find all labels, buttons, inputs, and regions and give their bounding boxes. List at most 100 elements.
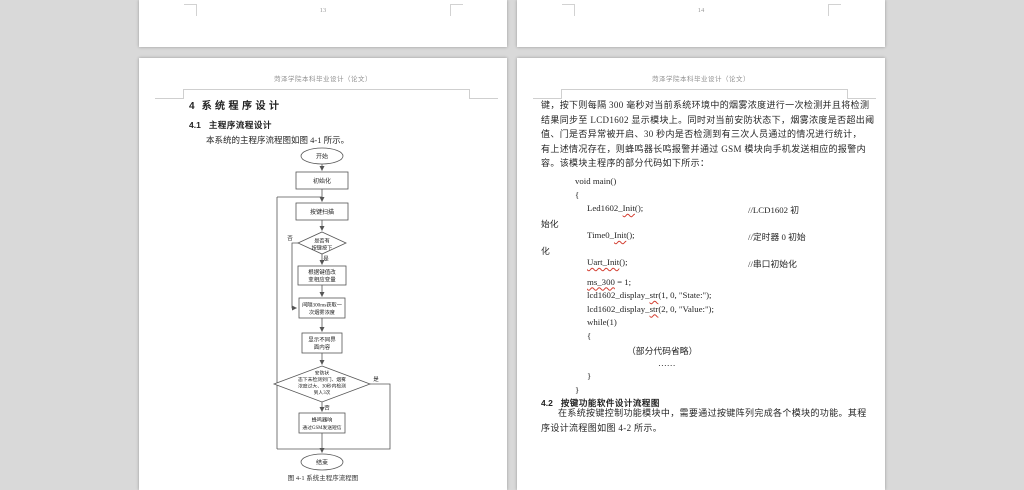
code-text: (); — [634, 203, 644, 213]
spellcheck-flagged-token: str — [649, 303, 659, 314]
code-line: { — [541, 331, 881, 345]
code-comment: //定时器 0 初始 — [748, 232, 806, 242]
page-header: 菏泽学院本科毕业设计（论文） — [274, 76, 372, 83]
flowchart-node-init: 初始化 — [295, 171, 349, 190]
node-label: 按键扫描 — [310, 208, 334, 216]
code-comment: //串口初始化 — [748, 259, 797, 269]
flowchart-decision-key-pressed: 是否有 按键按下 否 是 — [287, 231, 347, 263]
flowchart-figure-4-1: 开始 初始化 按键扫描 是否有 按键按下 否 是 根据键值改 变相应变量 间隔3… — [272, 147, 391, 471]
text-boundary-mark — [155, 89, 184, 99]
code-text: (); — [619, 257, 628, 267]
node-label-line2: 次烟雾浓度 — [309, 308, 335, 316]
node-label-line1: 根据键值改 — [308, 268, 336, 276]
code-text: (); — [626, 230, 635, 240]
decision-label-line2: 态下未检测到门、烟雾 — [298, 376, 346, 383]
page-number: 13 — [319, 7, 327, 14]
section-number: 4.2 — [541, 398, 553, 408]
branch-label-yes: 是 — [373, 376, 379, 383]
code-text: { — [587, 330, 592, 341]
code-text: Time0_ — [587, 230, 615, 240]
node-label-line2: 面内容 — [314, 343, 331, 351]
page-number: 14 — [697, 7, 705, 14]
code-line: 化 — [541, 244, 881, 258]
figure-caption: 图 4-1 系统主程序流程图 — [287, 475, 359, 482]
code-text: Led1602_ — [587, 203, 623, 213]
body-paragraph: 键，按下则每隔 300 毫秒对当前系统环境中的烟雾浓度进行一次检测并且将检测结果… — [541, 98, 875, 171]
node-label-line2: 通过GSM发送短信 — [302, 424, 341, 431]
code-line: lcd1602_display_str(1, 0, "State:"); — [541, 290, 881, 304]
node-label: 开始 — [316, 152, 328, 160]
paragraph-line: 在系统按键控制功能模块中，需要通过按键阵列完成各个模块的功能。其程 — [558, 408, 867, 418]
code-text: (1, 0, "State:"); — [658, 290, 712, 300]
intro-text: 本系统的主程序流程图如图 4-1 所示。 — [206, 135, 350, 145]
code-line: while(1) — [541, 317, 881, 331]
code-text: } — [575, 384, 580, 395]
code-line: lcd1602_display_str(2, 0, "Value:"); — [541, 304, 881, 318]
code-line: { — [541, 190, 881, 204]
decision-label-line1: 是否有 — [314, 237, 330, 245]
page-header: 菏泽学院本科毕业设计（论文） — [652, 76, 750, 83]
code-text: (2, 0, "Value:"); — [658, 303, 714, 314]
flowchart-node-start: 开始 — [300, 147, 344, 165]
spellcheck-flagged-token: ms_300 — [587, 276, 615, 287]
header-rule — [561, 89, 847, 90]
paragraph-line: 结果同步至 LCD1602 显示模块上。同时对当前安防状态下，烟雾浓度是否超出阈 — [541, 114, 875, 125]
branch-label-yes: 是 — [323, 256, 329, 263]
paragraph-line: 键，按下则每隔 300 毫秒对当前系统环境中的烟雾浓度进行一次检测并且将检测 — [541, 100, 870, 110]
page-13-bottom[interactable]: 13 — [139, 0, 507, 47]
text-boundary-mark — [847, 89, 876, 99]
code-text: lcd1602_display_ — [587, 303, 650, 314]
node-label-line1: 间隔300ms获取一 — [302, 301, 342, 309]
code-line: } — [541, 371, 881, 385]
decision-label-line3: 浓度过大、30秒内检测 — [298, 383, 346, 390]
node-label-line1: 显示不同界 — [308, 337, 336, 344]
node-label: 初始化 — [313, 177, 331, 185]
text-boundary-mark — [828, 4, 841, 16]
paragraph-line: 值、门是否异常被开启、30 秒内是否检测到有三次人员通过的情况进行统计， — [541, 129, 862, 140]
node-label-line2: 变相应变量 — [308, 276, 336, 284]
flowchart-node-smoke-sample: 间隔300ms获取一 次烟雾浓度 — [298, 297, 346, 319]
code-text: 始化 — [541, 218, 559, 229]
code-text: { — [575, 189, 580, 200]
section-number: 4 — [189, 101, 195, 112]
flowchart-connectors — [276, 164, 391, 453]
text-boundary-mark — [533, 89, 562, 99]
page-14-bottom[interactable]: 14 — [517, 0, 885, 47]
section-title: 系统程序设计 — [201, 101, 283, 112]
section-heading-4: 4 系统程序设计 — [189, 97, 283, 112]
body-paragraph: 在系统按键控制功能模块中，需要通过按键阵列完成各个模块的功能。其程序设计流程图如… — [541, 406, 869, 435]
branch-label-no: 否 — [287, 235, 293, 242]
section-heading-4-2: 4.2 按键功能软件设计流程图 — [541, 397, 660, 409]
code-text: while(1) — [587, 317, 617, 327]
branch-label-no: 否 — [324, 405, 330, 412]
flowchart-node-key-scan: 按键扫描 — [295, 202, 349, 221]
text-boundary-mark — [562, 4, 575, 16]
header-rule — [183, 89, 469, 90]
code-line: ms_300 = 1; — [541, 277, 881, 291]
code-text: lcd1602_display_ — [587, 290, 650, 300]
code-text: } — [587, 371, 592, 381]
code-text: void main() — [575, 176, 617, 186]
flowchart-node-display: 显示不同界 面内容 — [301, 332, 343, 354]
code-line: Uart_Init();//串口初始化 — [541, 257, 881, 271]
code-line: 始化 — [541, 217, 881, 231]
decision-label-line1: 安防状 — [315, 370, 330, 377]
text-boundary-mark — [469, 89, 498, 99]
node-label-line1: 蜂鸣器响 — [312, 416, 333, 424]
page-right[interactable]: 菏泽学院本科毕业设计（论文） 键，按下则每隔 300 毫秒对当前系统环境中的烟雾… — [517, 58, 885, 490]
code-comment: //LCD1602 初 — [748, 205, 800, 215]
code-block: void main(){Led1602_Init();//LCD1602 初始化… — [541, 176, 881, 398]
flowchart-decision-security-check: 安防状 态下未检测到门、烟雾 浓度过大、30秒内检测 到人3次 是 否 — [272, 365, 379, 412]
flowchart-node-keyvalue-change: 根据键值改 变相应变量 — [297, 265, 347, 286]
section-title: 按键功能软件设计流程图 — [560, 398, 660, 408]
spellcheck-flagged-token: Init — [622, 203, 635, 213]
code-line: …… — [541, 358, 881, 372]
decision-label-line4: 到人3次 — [314, 389, 331, 396]
code-text: 化 — [541, 245, 550, 256]
node-label: 结束 — [316, 458, 328, 466]
flowchart-node-buzzer-gsm: 蜂鸣器响 通过GSM发送短信 — [298, 412, 346, 434]
code-text: （部分代码省略） — [627, 346, 698, 356]
spellcheck-flagged-token: str — [649, 290, 659, 300]
